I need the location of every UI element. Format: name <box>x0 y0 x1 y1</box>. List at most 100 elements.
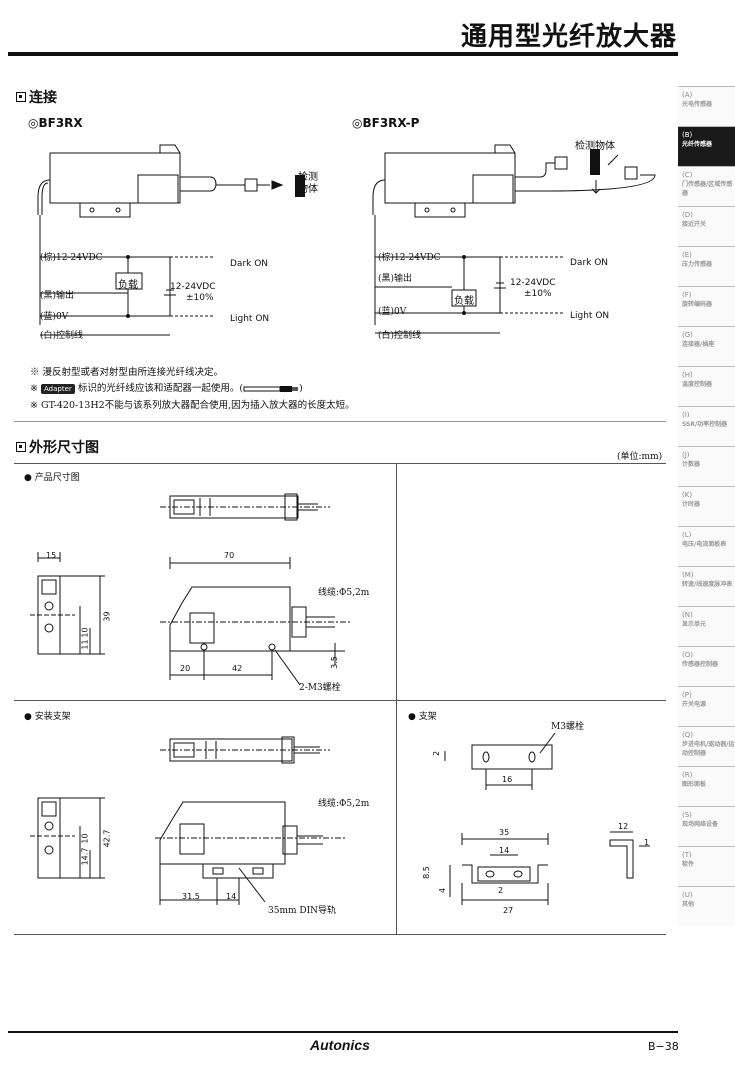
side-tab[interactable]: (C)门传感器/区域传感器 <box>678 166 735 206</box>
dim-14-7: 14.7 <box>80 847 90 866</box>
unit-label: (单位:mm) <box>617 452 663 462</box>
side-tab[interactable]: (L)电压/电流面板表 <box>678 526 735 566</box>
dim-10b: 10 <box>80 833 90 844</box>
side-tab-name: 电压/电流面板表 <box>682 541 727 548</box>
dim-35: 35 <box>499 828 510 837</box>
side-tab-code: (I) <box>682 411 690 419</box>
dimensions-title-text: 外形尺寸图 <box>29 440 99 456</box>
wire-blue-left: (蓝)0V <box>40 312 69 322</box>
bracket-install-front-view <box>30 797 105 879</box>
tolerance-label-left: ±10% <box>186 293 214 303</box>
side-tab-name: 温度控制器 <box>682 381 713 388</box>
side-tab[interactable]: (J)计数器 <box>678 446 735 486</box>
note-2-prefix: ※ <box>30 383 38 394</box>
side-tab[interactable]: (E)压力传感器 <box>678 246 735 286</box>
note-2-text: 标识的光纤线应该和适配器一起使用。( <box>77 383 244 394</box>
bracket-install-label: ● 安装支架 <box>24 712 71 722</box>
grid-line <box>396 463 397 935</box>
page-title: 通用型光纤放大器 <box>460 22 677 52</box>
side-tab-name: 步进电机/驱动器/运动控制器 <box>682 741 735 757</box>
side-tab-name: 现场网络设备 <box>682 821 719 828</box>
dim-4: 4 <box>438 887 448 894</box>
dim-3-5: 3.5 <box>329 656 339 669</box>
side-tab-code: (B) <box>682 131 693 139</box>
side-tab[interactable]: (T)软件 <box>678 846 735 886</box>
bracket-install-side-view <box>155 801 345 905</box>
side-tab[interactable]: (B)光纤传感器 <box>678 126 735 166</box>
side-tab-code: (U) <box>682 891 693 899</box>
target-object-icon <box>295 175 305 197</box>
supply-label-left: 12-24VDC <box>170 282 216 292</box>
side-tab[interactable]: (M)转速/线速度脉冲表 <box>678 566 735 606</box>
side-tab[interactable]: (D) 接近开关 <box>678 206 735 246</box>
side-tab[interactable]: (K)计时器 <box>678 486 735 526</box>
target-label-right: 检测物体 <box>575 141 615 152</box>
light-on-left: Light ON <box>230 314 270 324</box>
light-on-right: Light ON <box>570 311 610 321</box>
side-tab[interactable]: (N) 显示单元 <box>678 606 735 646</box>
side-tab-name: 图形面板 <box>682 781 707 788</box>
bracket-side-view <box>609 831 650 879</box>
side-tab[interactable]: (O) 传感器控制器 <box>678 646 735 686</box>
tolerance-label-right: ±10% <box>524 289 552 299</box>
section-square-icon <box>16 92 26 102</box>
side-tab[interactable]: (I) SSR/功率控制器 <box>678 406 735 446</box>
side-tab-name: 连接器/插座 <box>682 341 715 348</box>
page-number: B−38 <box>648 1040 679 1053</box>
side-tab-code: (T) <box>682 851 692 859</box>
side-tab-name: SSR/功率控制器 <box>682 421 728 428</box>
cable-label-2: 线缆:Φ5,2m <box>318 799 370 809</box>
side-tab[interactable]: (U)其他 <box>678 886 735 926</box>
dimensions-section-title: 外形尺寸图 <box>16 437 99 457</box>
grid-line <box>14 934 666 935</box>
target-label-left: 检测 物体 <box>298 172 318 195</box>
side-tab[interactable]: (S)现场网络设备 <box>678 806 735 846</box>
side-tab-code: (J) <box>682 451 690 459</box>
note-3: ※ GT-420-13H2不能与该系列放大器配合使用,因为插入放大器的长度太短。 <box>30 400 355 411</box>
side-tab[interactable]: (R)图形面板 <box>678 766 735 806</box>
dim-2: 2 <box>432 750 442 757</box>
bf3rx-p-wiring-diagram <box>372 144 656 334</box>
side-tab-code: (C) <box>682 171 693 179</box>
model-bf3rx: ◎BF3RX <box>28 116 83 130</box>
side-tab[interactable]: (G) 连接器/插座 <box>678 326 735 366</box>
dim-2b: 2 <box>498 886 504 895</box>
dim-1: 1 <box>644 838 650 847</box>
side-tab-name: 显示单元 <box>682 621 707 628</box>
side-tab-code: (D) <box>682 211 693 219</box>
side-tab-code: (N) <box>682 611 693 619</box>
wire-brown-right: (棕)12-24VDC <box>378 253 441 263</box>
dim-42: 42 <box>232 664 243 673</box>
side-tab-name: 转速/线速度脉冲表 <box>682 581 733 588</box>
model-bf3rx-p: ◎BF3RX-P <box>352 116 420 130</box>
side-tab-name: 传感器控制器 <box>682 661 719 668</box>
dim-10: 10 <box>80 627 90 638</box>
bracket-front-view <box>449 833 549 905</box>
side-tab-name: 压力传感器 <box>682 261 713 268</box>
bf3rx-wiring-diagram <box>37 144 305 336</box>
side-tab-code: (K) <box>682 491 693 499</box>
side-tab[interactable]: (Q)步进电机/驱动器/运动控制器 <box>678 726 735 766</box>
dim-42-7: 42.7 <box>102 829 112 848</box>
dim-11: 11 <box>80 639 90 650</box>
dim-39: 39 <box>102 611 112 622</box>
side-tab-code: (H) <box>682 371 693 379</box>
product-side-view <box>160 557 350 685</box>
side-tab[interactable]: (P)开关电源 <box>678 686 735 726</box>
side-tab[interactable]: (H) 温度控制器 <box>678 366 735 406</box>
side-tab-name: 接近开关 <box>682 221 707 228</box>
cable-label-1: 线缆:Φ5,2m <box>318 588 370 598</box>
dim-14: 14 <box>226 892 237 901</box>
product-dimension-label: ● 产品尺寸图 <box>24 473 80 483</box>
junction-dot <box>126 255 130 259</box>
side-tab[interactable]: (F)旋转编码器 <box>678 286 735 326</box>
grid-line <box>14 700 666 701</box>
dim-31-5: 31.5 <box>182 892 200 901</box>
side-tab-code: (G) <box>682 331 693 339</box>
load-label-right: 负载 <box>454 296 474 307</box>
note-1: ※ 漫反射型或者对射型由所连接光纤线决定。 <box>30 367 224 378</box>
side-tab[interactable]: (A)光电传感器 <box>678 86 735 126</box>
product-front-view <box>30 552 105 655</box>
wire-brown-left: (棕)12-24VDC <box>40 253 103 263</box>
side-tab-code: (O) <box>682 651 693 659</box>
